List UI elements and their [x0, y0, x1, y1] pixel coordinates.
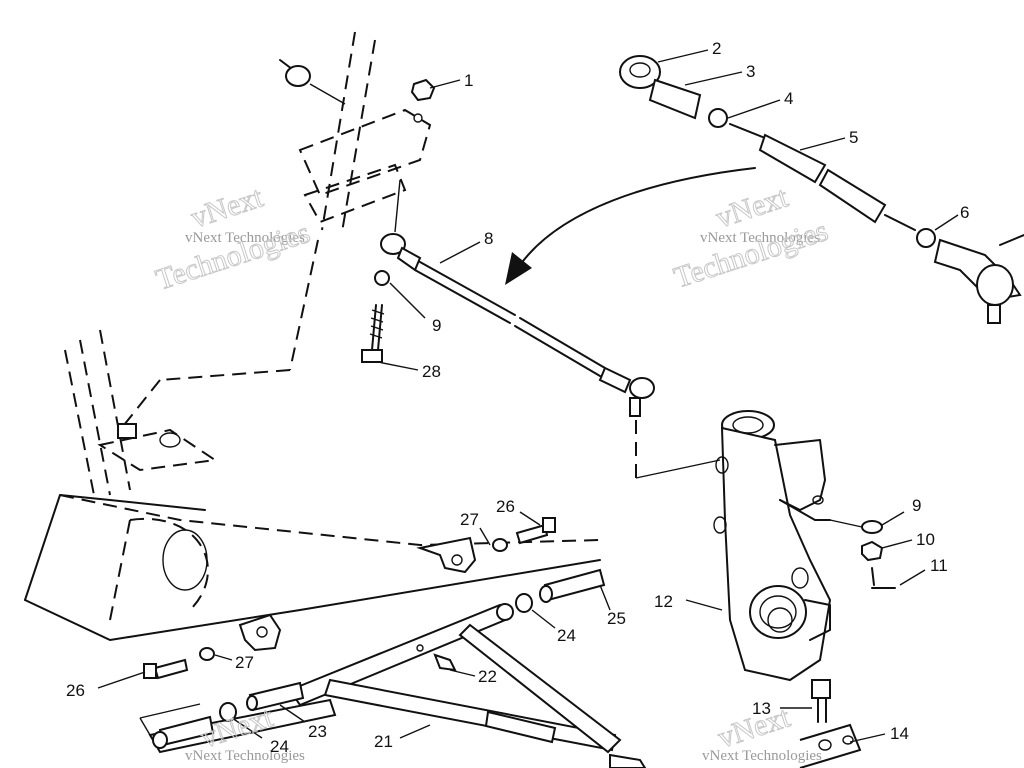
callout-4: 4 — [784, 89, 793, 108]
callout-10: 10 — [916, 530, 935, 549]
callout-11: 11 — [930, 556, 948, 575]
watermark-text-1: vNext Technologies — [185, 230, 305, 246]
watermark-text-3: vNext Technologies — [185, 748, 305, 764]
callout-22: 22 — [478, 667, 497, 686]
front-frame — [24, 329, 601, 641]
callout-3: 3 — [746, 62, 755, 81]
tie-rod-assembly-top — [619, 55, 1024, 324]
mount-brackets — [143, 517, 556, 680]
callout-23: 23 — [308, 722, 327, 741]
callout-12: 12 — [654, 592, 673, 611]
callout-28: 28 — [422, 362, 441, 381]
bushings — [152, 568, 606, 749]
callout-25: 25 — [607, 609, 626, 628]
nut-1 — [410, 78, 436, 123]
lower-a-arm — [139, 603, 647, 768]
watermark-text-2: vNext Technologies — [700, 230, 820, 246]
steering-post — [119, 31, 432, 431]
callout-21: 21 — [374, 732, 393, 751]
callout-9a: 9 — [432, 316, 441, 335]
callout-26b: 26 — [66, 681, 85, 700]
callout-6: 6 — [960, 203, 969, 222]
leader-lines — [97, 49, 959, 743]
callout-27b: 27 — [235, 653, 254, 672]
watermark-technologies-2: Technologies — [670, 214, 832, 295]
watermark-vnext-3: vNext — [197, 700, 278, 754]
watermark-technologies-1: Technologies — [152, 216, 314, 297]
callout-2: 2 — [712, 39, 721, 58]
watermark-vnext-1: vNext — [187, 180, 268, 234]
callout-labels: 1 2 3 4 5 6 8 9 28 9 10 11 12 26 27 25 2… — [66, 39, 969, 756]
bolt-13-bracket-14 — [799, 679, 862, 768]
direction-arrow — [505, 167, 756, 285]
callout-14: 14 — [890, 724, 909, 743]
callout-24b: 24 — [270, 737, 289, 756]
callout-9b: 9 — [912, 496, 921, 515]
callout-1: 1 — [464, 71, 473, 90]
callout-26a: 26 — [496, 497, 515, 516]
callout-8: 8 — [484, 229, 493, 248]
grease-fitting — [416, 644, 457, 672]
callout-27a: 27 — [460, 510, 479, 529]
callout-24a: 24 — [557, 626, 576, 645]
callout-5: 5 — [849, 128, 858, 147]
bolt-28 — [361, 304, 385, 363]
tie-rod — [374, 179, 721, 479]
steering-knuckle — [713, 410, 832, 682]
hardware-right — [829, 519, 896, 589]
callout-13: 13 — [752, 699, 771, 718]
watermark-text-4: vNext Technologies — [702, 748, 822, 764]
